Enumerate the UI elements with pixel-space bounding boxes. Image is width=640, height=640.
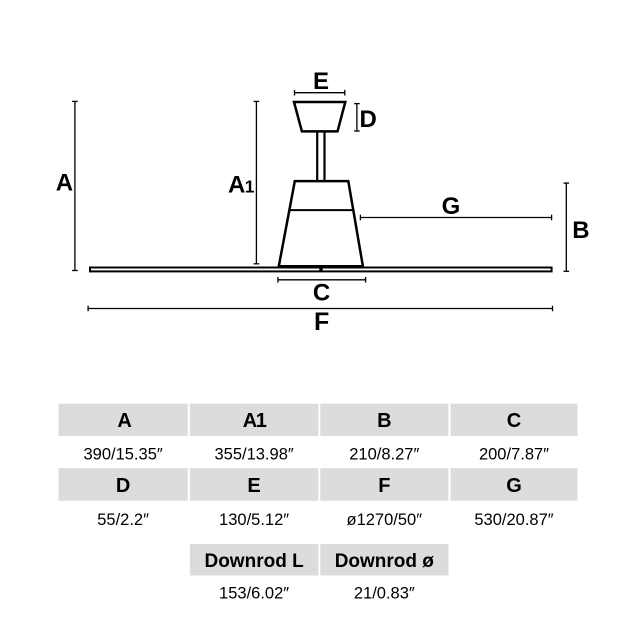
svg-text:E: E [247,475,260,497]
svg-text:A: A [56,170,73,197]
svg-text:210/8.27″: 210/8.27″ [349,446,419,464]
svg-text:390/15.35″: 390/15.35″ [83,446,162,464]
svg-text:C: C [507,410,521,432]
svg-text:ø1270/50″: ø1270/50″ [347,511,423,529]
svg-text:A: A [228,171,245,198]
svg-text:E: E [313,68,329,95]
svg-text:D: D [116,475,130,497]
svg-text:355/13.98″: 355/13.98″ [214,446,293,464]
svg-text:130/5.12″: 130/5.12″ [219,511,289,529]
svg-text:G: G [442,193,461,220]
svg-text:B: B [572,217,589,244]
svg-text:A1: A1 [243,410,267,432]
svg-text:G: G [506,475,522,497]
svg-text:F: F [378,475,390,497]
svg-text:Downrod L: Downrod L [204,551,304,572]
svg-text:D: D [360,106,377,133]
svg-text:F: F [314,308,329,336]
svg-text:530/20.87″: 530/20.87″ [474,511,553,529]
svg-text:1: 1 [245,176,255,196]
svg-text:153/6.02″: 153/6.02″ [219,585,289,603]
svg-text:C: C [313,280,330,307]
svg-text:Downrod ø: Downrod ø [335,551,435,572]
svg-text:A: A [117,410,131,432]
svg-text:B: B [377,410,391,432]
svg-text:21/0.83″: 21/0.83″ [354,585,415,603]
svg-text:55/2.2″: 55/2.2″ [97,511,149,529]
svg-text:200/7.87″: 200/7.87″ [479,446,549,464]
